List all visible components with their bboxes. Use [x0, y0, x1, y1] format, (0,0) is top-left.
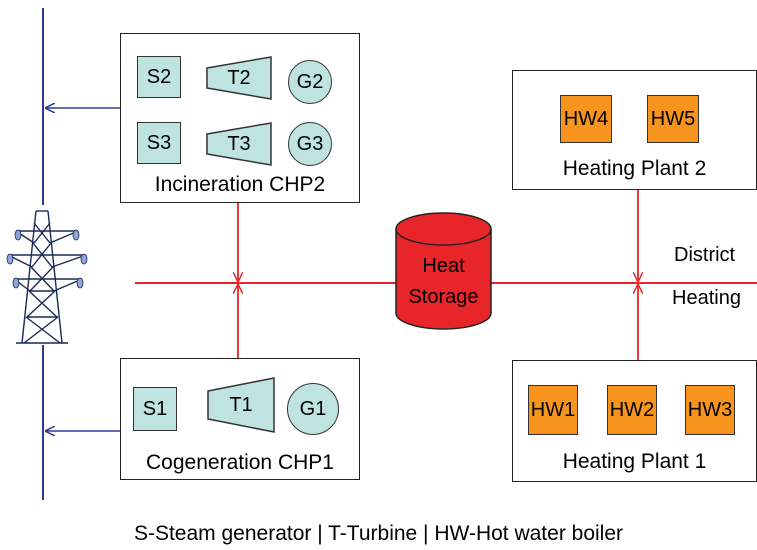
steam-generator-s1: S1	[133, 387, 177, 431]
turbine-t1-label: T1	[229, 393, 253, 416]
heat-storage-label-line1: Heat	[422, 255, 465, 277]
plant-label-hp2: Heating Plant 2	[562, 157, 707, 180]
transmission-tower-icon	[6, 210, 88, 344]
hot-water-boiler-hw4: HW4	[560, 95, 612, 143]
hot-water-boiler-hw3: HW3	[685, 385, 735, 435]
plant-incineration-chp2: S2 T2 G2 S3 T3 G3 Incineration CHP2	[120, 33, 360, 203]
legend-text: S-Steam generator | T-Turbine | HW-Hot w…	[133, 522, 624, 545]
plant-cogeneration-chp1: S1 T1 G1 Cogeneration CHP1	[120, 358, 360, 480]
steam-generator-s3: S3	[137, 122, 181, 164]
turbine-t2-label: T2	[227, 66, 251, 89]
heat-storage-label-line2: Storage	[408, 286, 479, 308]
plant-heating-plant-2: HW4 HW5 Heating Plant 2	[512, 70, 757, 190]
plant-label-chp1: Cogeneration CHP1	[146, 451, 334, 474]
district-heating-label-line2: Heating	[672, 287, 741, 309]
plant-heating-plant-1: HW1 HW2 HW3 Heating Plant 1	[512, 360, 757, 482]
turbine-t1: T1	[207, 377, 275, 433]
hot-water-boiler-hw1: HW1	[528, 385, 578, 435]
generator-g2: G2	[288, 60, 332, 104]
hot-water-boiler-hw2: HW2	[607, 385, 657, 435]
plant-label-hp1: Heating Plant 1	[562, 450, 707, 473]
turbine-t3: T3	[206, 122, 272, 166]
generator-g1: G1	[287, 383, 339, 435]
turbine-t3-label: T3	[227, 132, 251, 155]
district-heating-label-line1: District	[674, 244, 736, 266]
generator-g3: G3	[288, 122, 332, 166]
heat-storage-tank: Heat Storage	[395, 212, 492, 330]
turbine-t2: T2	[206, 56, 272, 100]
plant-label-chp2: Incineration CHP2	[154, 173, 326, 196]
steam-generator-s2: S2	[137, 56, 181, 98]
hot-water-boiler-hw5: HW5	[647, 95, 699, 143]
